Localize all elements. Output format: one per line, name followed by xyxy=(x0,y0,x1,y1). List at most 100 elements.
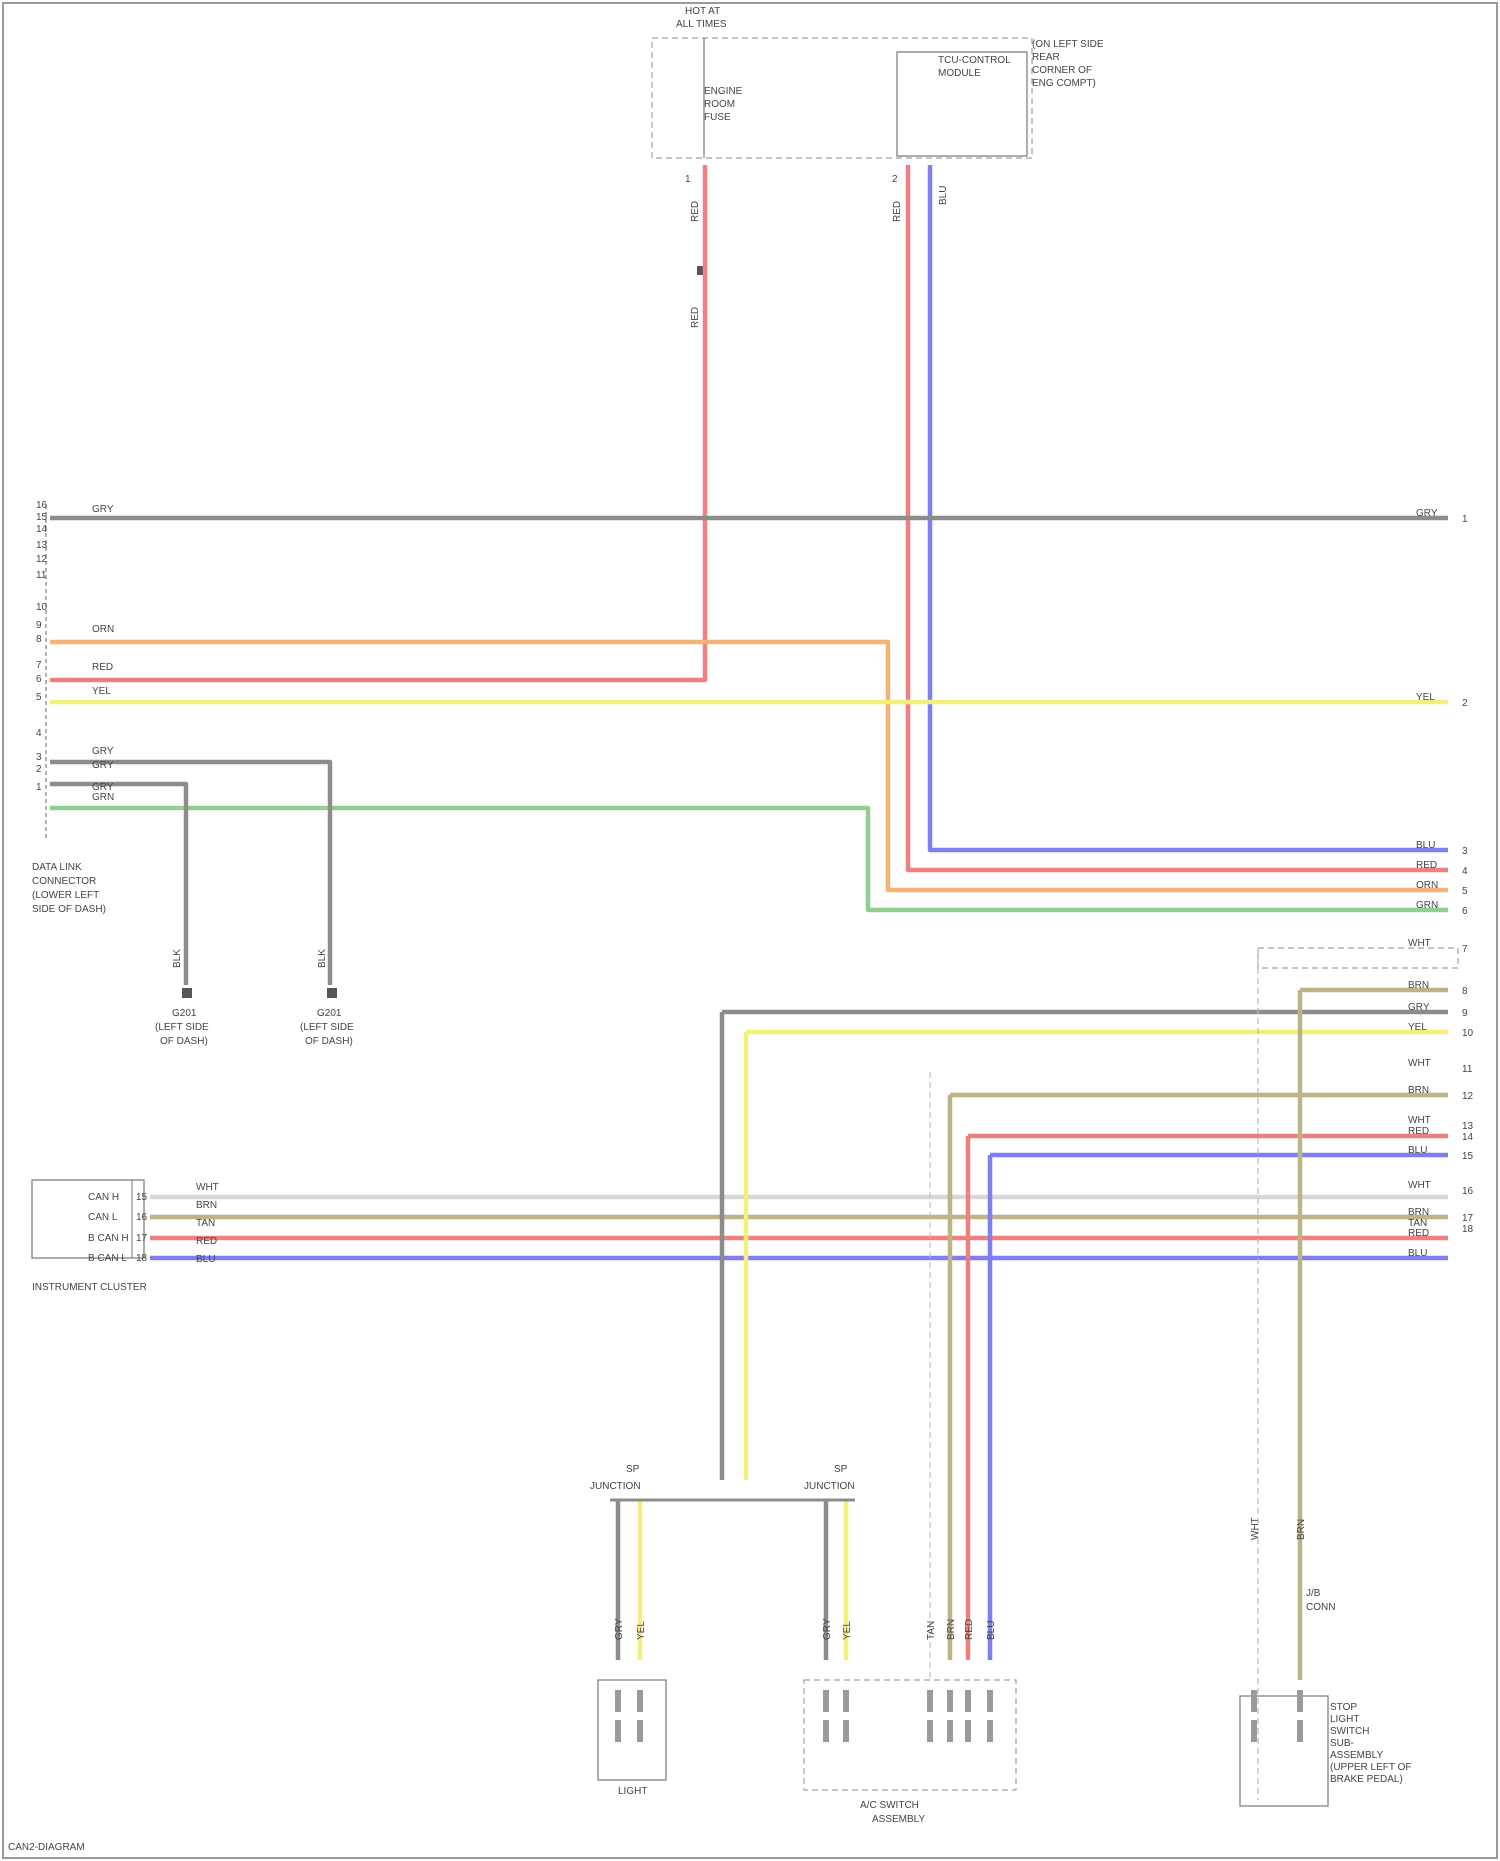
light-pin-0-0 xyxy=(615,1690,621,1712)
bottom-left-label-0: GRY xyxy=(614,1618,625,1640)
top-pin-left: 1 xyxy=(685,174,691,185)
right-wire-label-b0: WHT xyxy=(1408,938,1431,949)
wire-label-top-red-1: RED xyxy=(690,201,701,222)
right-wire-label-b7: RED xyxy=(1408,1126,1429,1137)
left-pin-15: 15 xyxy=(36,512,48,523)
right-pin-4: 4 xyxy=(1462,866,1468,877)
right-wire-label-5: ORN xyxy=(1416,880,1438,891)
ic-wire-label-0: WHT xyxy=(196,1182,219,1193)
bottom-mid-label-2: TAN xyxy=(926,1621,937,1640)
left-pin-2: 2 xyxy=(36,764,42,775)
module-label-1: TCU-CONTROL xyxy=(938,55,1011,66)
ground-label-right-2: (LEFT SIDE xyxy=(300,1022,354,1033)
ic-num-0: 15 xyxy=(136,1192,148,1203)
right-pin-2: 2 xyxy=(1462,698,1468,709)
light-pin-0-1 xyxy=(615,1720,621,1742)
stop-label-5: ASSEMBLY xyxy=(1330,1750,1383,1761)
left-pin-11: 11 xyxy=(36,570,47,581)
stop-pin-1-0 xyxy=(1297,1690,1303,1712)
light-pin-1-1 xyxy=(637,1720,643,1742)
location-3: CORNER OF xyxy=(1032,65,1092,76)
left-pin-6: 6 xyxy=(36,674,42,685)
left-splice-label-1: SP xyxy=(626,1464,640,1475)
ic-num-1: 16 xyxy=(136,1212,148,1223)
wire-blu-module xyxy=(930,165,1448,850)
fuse-label-2: ROOM xyxy=(704,99,735,110)
ground-right: BLK G201 (LEFT SIDE OF DASH) xyxy=(300,949,354,1047)
right-wire-label-b2: GRY xyxy=(1408,1002,1430,1013)
wire-label-mid-blu: BLU xyxy=(938,186,949,205)
right-wire-label-b3: YEL xyxy=(1408,1022,1427,1033)
left-wire-label-1: ORN xyxy=(92,624,114,635)
fuse-label-1: ENGINE xyxy=(704,86,743,97)
ac-pin-b3-1 xyxy=(987,1720,993,1742)
left-pin-9: 9 xyxy=(36,620,42,631)
left-pin-4: 4 xyxy=(36,728,42,739)
left-wire-label-7: GRN xyxy=(92,792,114,803)
ground-label-right-3: OF DASH) xyxy=(305,1036,353,1047)
right-wire-label-4: RED xyxy=(1416,860,1437,871)
right-pin-13: 13 xyxy=(1462,1121,1474,1132)
right-bracket-upper xyxy=(1258,948,1458,968)
connector-label-1: DATA LINK xyxy=(32,862,82,873)
ac-pin-b0-0 xyxy=(927,1690,933,1712)
ac-pin-a1-0 xyxy=(843,1690,849,1712)
module-label-2: MODULE xyxy=(938,68,981,79)
right-pin-14: 14 xyxy=(1462,1132,1474,1143)
ac-pin-a0-1 xyxy=(823,1720,829,1742)
right-pin-5: 5 xyxy=(1462,886,1468,897)
bottom-mid-label-4: RED xyxy=(964,1619,975,1640)
left-pin-3: 3 xyxy=(36,752,42,763)
right-pin-6: 6 xyxy=(1462,906,1468,917)
stop-label-7: BRAKE PEDAL) xyxy=(1330,1774,1403,1785)
location-4: ENG COMPT) xyxy=(1032,78,1096,89)
left-pin-10: 10 xyxy=(36,602,48,613)
left-pin-13: 13 xyxy=(36,540,48,551)
bottom-right-label-1: BRN xyxy=(1296,1519,1307,1540)
left-pin-16: 16 xyxy=(36,500,48,511)
wire-label-mid-red: RED xyxy=(892,201,903,222)
right-wire-label-b8: BLU xyxy=(1408,1145,1427,1156)
stop-label-4: SUB- xyxy=(1330,1738,1354,1749)
right-pin-8: 8 xyxy=(1462,986,1468,997)
ac-pin-b2-0 xyxy=(965,1690,971,1712)
right-splice-label-2: JUNCTION xyxy=(804,1481,855,1492)
fuse-label-3: FUSE xyxy=(704,112,731,123)
instrument-cluster-label: INSTRUMENT CLUSTER xyxy=(32,1282,147,1293)
stop-pin-0-1 xyxy=(1251,1720,1257,1742)
stop-label-6: (UPPER LEFT OF xyxy=(1330,1762,1412,1773)
bottom-mid-label-1: YEL xyxy=(842,1621,853,1640)
ac-pin-b1-1 xyxy=(947,1720,953,1742)
stop-label-1: STOP xyxy=(1330,1702,1357,1713)
wire-red-fuse xyxy=(50,165,705,680)
left-splice-label-2: JUNCTION xyxy=(590,1481,641,1492)
ic-num-2: 17 xyxy=(136,1233,148,1244)
right-wire-label-b10: BRN xyxy=(1408,1207,1429,1218)
right-pin-11: 11 xyxy=(1462,1064,1473,1075)
left-wire-label-3: YEL xyxy=(92,686,111,697)
right-pin-9: 9 xyxy=(1462,1008,1468,1019)
left-wire-label-0: GRY xyxy=(92,504,114,515)
ic-pin-0: CAN H xyxy=(88,1192,119,1203)
connector-label-3: (LOWER LEFT xyxy=(32,890,99,901)
left-pin-1: 1 xyxy=(36,782,42,793)
right-pin-18: 18 xyxy=(1462,1224,1474,1235)
wire-label-top-red-2: RED xyxy=(690,307,701,328)
stop-pin-0-0 xyxy=(1251,1690,1257,1712)
bottom-mid-label-0: GRY xyxy=(822,1618,833,1640)
ground-label-left-3: OF DASH) xyxy=(160,1036,208,1047)
ground-terminal-left xyxy=(182,988,192,998)
ic-wire-label-3: RED xyxy=(196,1236,217,1247)
wire-grn xyxy=(50,808,1448,910)
bottom-mid-label-3: BRN xyxy=(946,1619,957,1640)
footer-label: CAN2-DIAGRAM xyxy=(8,1842,85,1853)
ac-pin-b3-0 xyxy=(987,1690,993,1712)
supply-label-1: HOT AT xyxy=(685,6,720,17)
right-wire-label-b6: WHT xyxy=(1408,1115,1431,1126)
stop-light-switch-box xyxy=(1240,1696,1328,1806)
ground-label-left-1: G201 xyxy=(172,1008,197,1019)
right-splice-label-1: SP xyxy=(834,1464,848,1475)
right-wire-label-b13: BLU xyxy=(1408,1248,1427,1259)
ac-switch-label-1: A/C SWITCH xyxy=(860,1800,919,1811)
